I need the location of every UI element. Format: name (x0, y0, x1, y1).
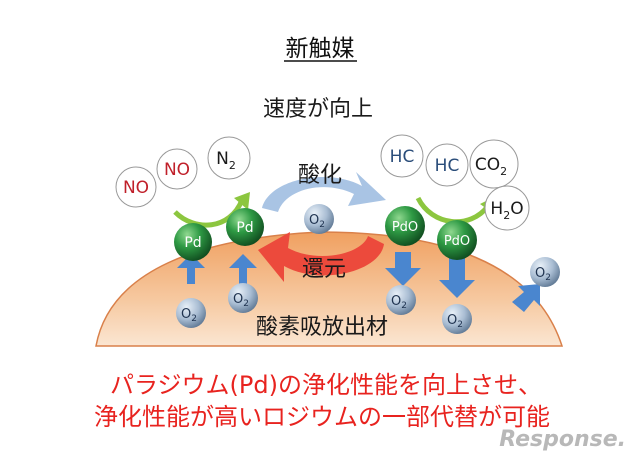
response-watermark: Response. (499, 427, 626, 452)
n2-subscript: 2 (229, 159, 236, 172)
o2-left-2-label: O2 (233, 292, 249, 309)
reduction-label: 還元 (302, 257, 346, 282)
co2-subscript: 2 (500, 165, 507, 178)
oxidation-label: 酸化 (298, 163, 342, 188)
molecule-no-1: NO (115, 166, 157, 208)
caption-line-1: パラジウム(Pd)の浄化性能を向上させ、 (110, 371, 542, 399)
co2-label: CO2 (475, 155, 507, 178)
o2-particle-left-1: O2 (176, 298, 206, 328)
pd-2-label: Pd (236, 220, 253, 236)
molecule-hc-1: HC (380, 134, 424, 178)
o2-particle-left-2: O2 (228, 283, 258, 313)
nox-reaction-arrowhead (234, 192, 250, 210)
no-1-label: NO (123, 178, 149, 198)
molecule-h2o: H2O (484, 185, 530, 231)
molecule-hc-2: HC (425, 143, 469, 187)
o2-left-1-main: O (181, 307, 191, 322)
caption-line-2: 浄化性能が高いロジウムの一部代替が可能 (94, 403, 550, 431)
speed-label: 速度が向上 (263, 97, 373, 122)
o2-right-2-label: O2 (447, 313, 463, 330)
pdo-1-label: PdO (392, 220, 418, 235)
o2-particle-outflow: O2 (530, 257, 560, 287)
molecule-n2: N2 (207, 136, 251, 180)
diagram-title: 新触媒 (286, 36, 355, 62)
o2-left-2-sub: 2 (243, 299, 249, 309)
o2-left-1-sub: 2 (191, 314, 197, 324)
o2-right-1-label: O2 (391, 294, 407, 311)
o2-right-2-sub: 2 (457, 320, 463, 330)
molecule-co2: CO2 (469, 139, 519, 189)
material-label: 酸素吸放出材 (256, 315, 388, 340)
o2-release-arrow-2 (439, 258, 475, 298)
molecule-no-2: NO (156, 148, 198, 190)
o2-center-sub: 2 (319, 220, 325, 230)
h2o-h: H (490, 199, 503, 219)
o2-outflow-sub: 2 (545, 273, 551, 283)
o2-uptake-arrow-1 (177, 254, 205, 284)
o2-left-2-main: O (233, 292, 243, 307)
no-2-label: NO (164, 160, 190, 180)
pdo-particle-2: PdO (437, 220, 477, 260)
co2-main: CO (475, 155, 500, 175)
o2-uptake-arrow-2 (229, 254, 257, 284)
o2-particle-right-1: O2 (386, 285, 416, 315)
o2-particle-center: O2 (304, 204, 334, 234)
n2-main: N (216, 149, 229, 169)
h2o-o: O (510, 199, 523, 219)
o2-right-1-sub: 2 (401, 301, 407, 311)
h2o-subscript: 2 (503, 209, 510, 222)
pdo-particle-1: PdO (385, 206, 425, 246)
o2-outflow-main: O (535, 266, 545, 281)
o2-release-arrow-1 (385, 252, 421, 286)
n2-label: N2 (216, 149, 236, 172)
hc-1-label: HC (390, 147, 415, 167)
pd-particle-1: Pd (174, 223, 212, 261)
o2-outflow-arrow (512, 284, 540, 312)
o2-left-1-label: O2 (181, 307, 197, 324)
nox-reaction-arrow (173, 198, 245, 228)
o2-outflow-label: O2 (535, 266, 551, 283)
o2-center-main: O (309, 213, 319, 228)
pdo-2-label: PdO (444, 234, 470, 249)
o2-center-label: O2 (309, 213, 325, 230)
hc-reaction-arrow (415, 196, 490, 225)
oxidation-arrow (262, 172, 386, 212)
h2o-label: H2O (490, 199, 523, 222)
o2-right-2-main: O (447, 313, 457, 328)
pd-1-label: Pd (184, 235, 201, 251)
hc-2-label: HC (435, 156, 460, 176)
o2-right-1-main: O (391, 294, 401, 309)
o2-particle-right-2: O2 (442, 304, 472, 334)
reduction-arrow (258, 232, 384, 282)
pd-particle-2: Pd (226, 208, 264, 246)
